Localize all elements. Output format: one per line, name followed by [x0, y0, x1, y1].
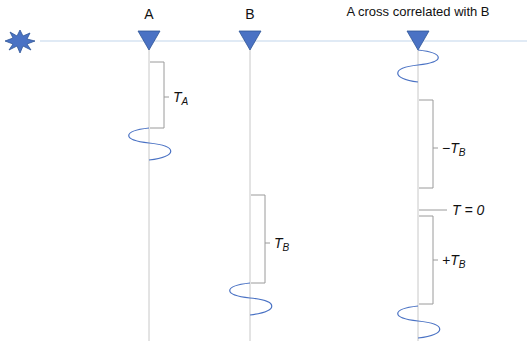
time-label: +TB [442, 252, 465, 268]
receiver-triangle [138, 31, 160, 50]
time-label: TB [274, 235, 289, 251]
time-bracket [419, 100, 438, 188]
wavelet [398, 50, 439, 82]
receiver-triangle [407, 31, 429, 50]
ground-line [40, 40, 527, 42]
wavelet [398, 306, 440, 338]
time-bracket [251, 195, 270, 283]
receiver-name: A [144, 6, 153, 22]
trace-line [418, 48, 419, 341]
zero-tick [419, 210, 447, 211]
time-bracket [419, 216, 438, 304]
receiver-triangle [239, 31, 261, 50]
time-label: TA [173, 89, 188, 105]
zero-time-label: T = 0 [452, 202, 484, 218]
time-bracket [150, 62, 169, 128]
receiver-name: B [245, 6, 254, 22]
panel-title: A cross correlated with B [346, 5, 489, 20]
wavelet [129, 128, 171, 160]
trace-line [149, 48, 150, 341]
time-label: −TB [442, 140, 465, 156]
trace-line [250, 48, 251, 341]
source-starburst [5, 30, 35, 53]
wavelet [230, 283, 272, 315]
